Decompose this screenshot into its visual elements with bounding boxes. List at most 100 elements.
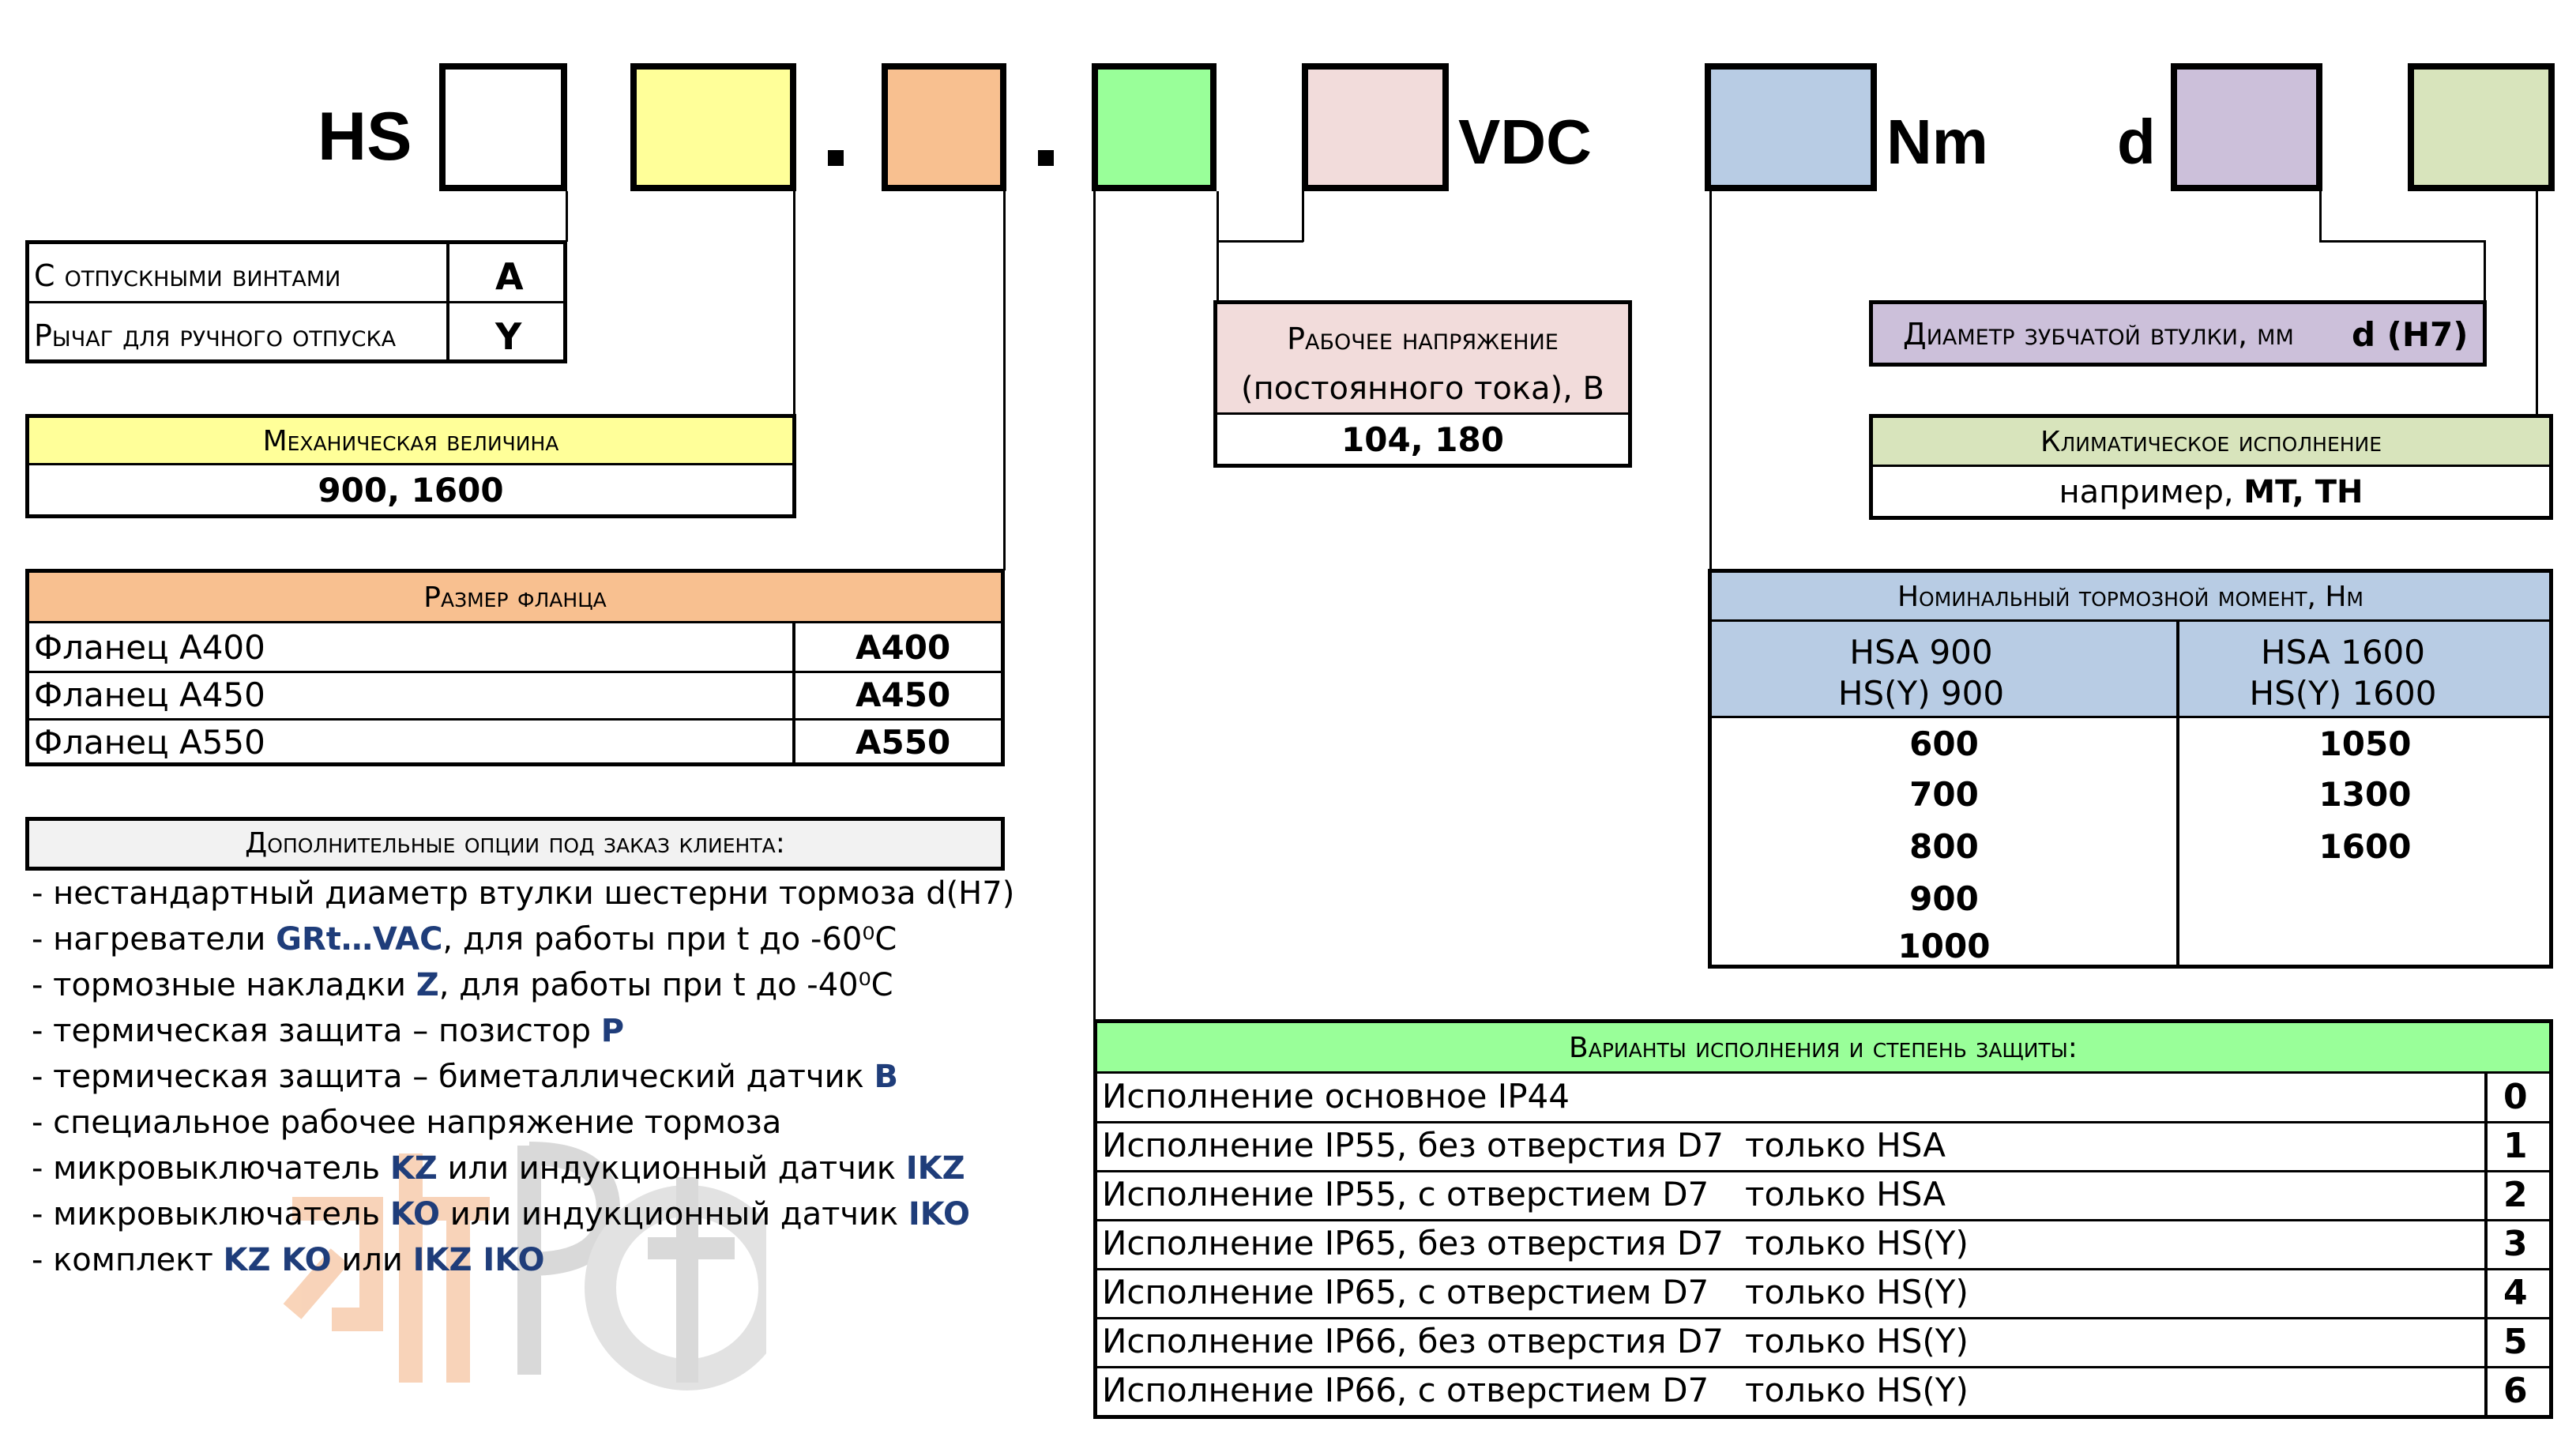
release-label-0: С отпускными винтами (34, 258, 341, 293)
option-6: - микровыключатель KZ или индукционный д… (32, 1150, 965, 1187)
option-6-code2: IKZ (905, 1150, 965, 1187)
connector-torque (1709, 191, 1712, 572)
mechanical-value: 900, 1600 (318, 471, 504, 510)
option-4-text: - термическая защита – биметаллический д… (32, 1059, 874, 1095)
option-4: - термическая защита – биметаллический д… (32, 1059, 898, 1095)
flange-code-0: A400 (856, 628, 951, 667)
protection-label-6: Исполнение IP66, с отверстием D7 (1102, 1371, 1709, 1409)
voltage-title-1: Рабочее напряжение (1287, 322, 1559, 356)
option-1-text: - нагреватели (32, 921, 276, 958)
option-3: - термическая защита – позистор P (32, 1013, 624, 1049)
option-7-text: - микровыключатель (32, 1196, 390, 1232)
release-table: С отпускными винтами A Рычаг для ручного… (25, 240, 567, 363)
flange-code-1: A450 (856, 675, 951, 714)
voltage-header: Рабочее напряжение (постоянного тока), В (1217, 304, 1628, 415)
protection-code-3: 3 (2503, 1224, 2528, 1264)
option-8-code: KZ KO (223, 1242, 332, 1278)
option-8-text: - комплект (32, 1242, 224, 1278)
protection-note-4: только HS(Y) (1745, 1273, 1969, 1311)
protection-code-6: 6 (2503, 1371, 2528, 1411)
torque-col1-value-0: 600 (1909, 724, 1979, 763)
option-2-tail: , для работы при t до -40⁰C (438, 967, 893, 1003)
option-1-code: GRt…VAC (276, 921, 443, 958)
protection-table: Варианты исполнения и степень защиты: Ис… (1093, 1019, 2553, 1419)
climate-table: Климатическое исполнение например, MT, T… (1869, 414, 2553, 520)
torque-col1-line1: HSA 900 (1849, 633, 1993, 672)
option-7-code2: IKO (908, 1196, 970, 1232)
protection-label-5: Исполнение IP66, без отверстия D7 (1102, 1322, 1724, 1360)
voltage-title-2: (постоянного тока), В (1241, 371, 1604, 407)
torque-col2-value-1: 1300 (2318, 775, 2412, 814)
flange-row-divider-1 (29, 671, 1001, 673)
code-box-flange (882, 63, 1006, 191)
flange-title: Размер фланца (29, 573, 1001, 623)
torque-title: Номинальный тормозной момент, Нм (1712, 573, 2549, 622)
option-2-text: - тормозные накладки (32, 967, 416, 1003)
option-1: - нагреватели GRt…VAC, для работы при t … (32, 921, 897, 958)
option-8: - комплект KZ KO или IKZ IKO (32, 1242, 545, 1278)
option-8-code2: IKZ IKO (412, 1242, 545, 1278)
connector-protection (1093, 191, 1096, 1019)
torque-col-headers: HSA 900 HS(Y) 900 HSA 1600 HS(Y) 1600 (1712, 622, 2549, 718)
protection-row-divider-2 (1097, 1170, 2549, 1172)
diameter-box: Диаметр зубчатой втулки, мм d (H7) (1869, 300, 2487, 367)
torque-col1-value-2: 800 (1909, 827, 1979, 866)
option-2-code: Z (416, 967, 439, 1003)
connector-voltage-b (1217, 240, 1219, 303)
protection-row-divider-5 (1097, 1317, 2549, 1319)
protection-label-4: Исполнение IP65, с отверстием D7 (1102, 1273, 1709, 1311)
option-2: - тормозные накладки Z, для работы при t… (32, 967, 893, 1003)
watermark-letter-2 (399, 1153, 490, 1383)
connector-diameter-a (2319, 191, 2322, 242)
torque-col1-value-4: 1000 (1897, 927, 1991, 965)
code-box-release (439, 63, 567, 191)
option-5: - специальное рабочее напряжение тормоза (32, 1104, 781, 1141)
option-0-text: - нестандартный диаметр втулки шестерни … (32, 875, 1015, 912)
protection-note-5: только HS(Y) (1745, 1322, 1969, 1360)
watermark-logo (283, 1142, 766, 1390)
watermark-letter-4 (648, 1177, 735, 1383)
torque-col2-value-2: 1600 (2318, 827, 2412, 866)
flange-code-2: A550 (856, 723, 951, 762)
protection-code-0: 0 (2503, 1077, 2528, 1117)
option-8-tail: или (331, 1242, 413, 1278)
protection-note-6: только HS(Y) (1745, 1371, 1969, 1409)
options-header: Дополнительные опции под заказ клиента: (25, 817, 1005, 871)
connector-flange (1003, 191, 1006, 570)
flange-table: Размер фланца Фланец A400 A400 Фланец A4… (25, 569, 1005, 766)
release-code-0: A (495, 255, 524, 298)
code-box-diameter (2171, 63, 2322, 191)
connector-voltage-a (1217, 191, 1219, 242)
protection-row-divider-1 (1097, 1121, 2549, 1123)
flange-label-2: Фланец A550 (34, 723, 265, 762)
protection-title: Варианты исполнения и степень защиты: (1097, 1023, 2549, 1074)
code-vdc: VDC (1458, 107, 1592, 177)
option-4-code: B (874, 1059, 898, 1095)
torque-col1-line2: HS(Y) 900 (1837, 674, 2005, 713)
torque-table: Номинальный тормозной момент, Нм HSA 900… (1708, 569, 2553, 969)
code-prefix: HS (318, 99, 412, 175)
option-3-text: - термическая защита – позистор (32, 1013, 601, 1049)
protection-row-divider-3 (1097, 1219, 2549, 1221)
connector-release (566, 191, 568, 242)
protection-code-2: 2 (2503, 1175, 2528, 1215)
diameter-code: d (H7) (2352, 315, 2469, 354)
mechanical-table: Механическая величина 900, 1600 (25, 414, 796, 518)
option-1-tail: , для работы при t до -60⁰C (442, 921, 897, 958)
protection-row-divider-4 (1097, 1268, 2549, 1270)
flange-label-0: Фланец A400 (34, 628, 265, 667)
code-d: d (2117, 107, 2156, 177)
protection-row-divider-6 (1097, 1366, 2549, 1368)
torque-col2-line2: HS(Y) 1600 (2249, 674, 2437, 713)
connector-mechanical (793, 191, 795, 417)
protection-code-1: 1 (2503, 1126, 2528, 1166)
option-0: - нестандартный диаметр втулки шестерни … (32, 875, 1014, 912)
torque-col1-value-3: 900 (1909, 879, 1979, 918)
climate-prefix: например, (2059, 474, 2244, 510)
code-box-mechanical (630, 63, 796, 191)
option-3-code: P (600, 1013, 625, 1049)
connector-diameter-b (2319, 240, 2485, 243)
climate-title: Климатическое исполнение (1873, 418, 2549, 467)
watermark-letter-1 (283, 1197, 383, 1331)
